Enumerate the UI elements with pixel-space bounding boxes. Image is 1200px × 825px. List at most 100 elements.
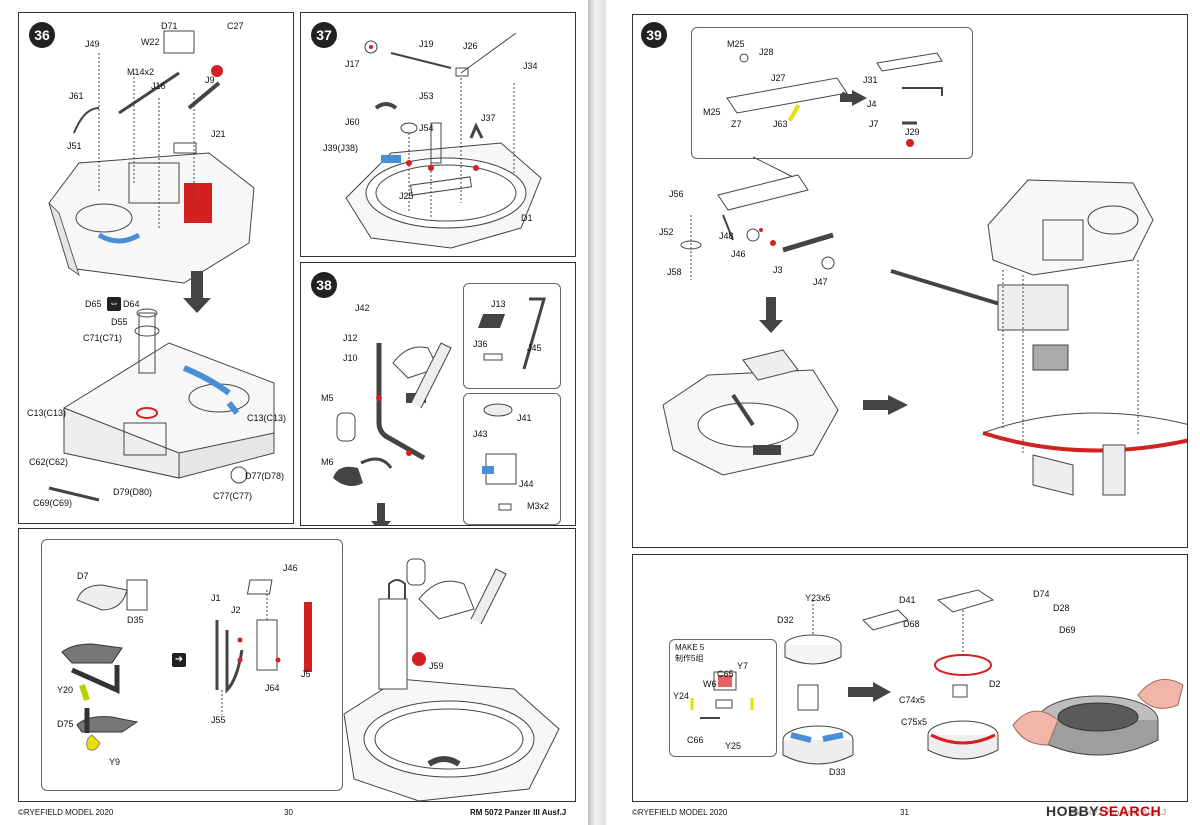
step-number: 39: [641, 22, 667, 48]
step-38-drawing: [333, 342, 452, 487]
step-38b-drawing: [178, 539, 560, 801]
part-label: J45: [527, 343, 542, 353]
part-label: J46: [283, 563, 298, 573]
part-label: J64: [265, 683, 280, 693]
part-label: J53: [419, 91, 434, 101]
part-label: J1: [211, 593, 221, 603]
step-39-drawing: [662, 156, 1187, 496]
part-label: C13(C13): [247, 413, 287, 423]
part-label: J9: [205, 75, 215, 85]
part-label: J19: [419, 39, 434, 49]
part-label: J12: [343, 333, 358, 343]
part-label: D75: [57, 719, 74, 729]
part-label: Y7: [737, 661, 749, 671]
part-label: J36: [473, 339, 488, 349]
part-label: C75x5: [901, 717, 928, 727]
footer-page-number: 31: [900, 808, 909, 817]
part-label: D41: [899, 595, 916, 605]
make-5-text-cn: 制作5组: [675, 654, 704, 663]
part-label: J61: [69, 91, 84, 101]
step-39-panel: 39 M25 J28 J27 M25 Z7 J63 J31 J4 J7 J29 …: [632, 14, 1188, 548]
part-label: J60: [345, 117, 360, 127]
part-label: M3x2: [527, 501, 550, 511]
part-label: C71(C71): [83, 333, 123, 343]
part-label: J10: [343, 353, 358, 363]
part-label: J48: [719, 231, 734, 241]
part-label: C66: [687, 735, 704, 745]
page-gutter: [588, 0, 606, 825]
watermark-part1: HOBBY: [1046, 803, 1100, 819]
part-label: C27: [227, 21, 244, 31]
part-label: M25: [727, 39, 745, 49]
part-label: J43: [473, 429, 488, 439]
part-label: J46: [731, 249, 746, 259]
step-number: 38: [311, 272, 337, 298]
arrow-down-icon: [371, 503, 391, 525]
arrow-right-icon: ➜: [172, 653, 186, 667]
part-label: D32: [777, 615, 794, 625]
part-label: J3: [773, 265, 783, 275]
part-label: D1: [521, 213, 533, 223]
part-label: J21: [211, 129, 226, 139]
part-label: J58: [667, 267, 682, 277]
part-label: J63: [773, 119, 788, 129]
step-38-panel: 38 J42 J13 J12 J36 J45 J10 M5 J41 J43 M6…: [300, 262, 576, 526]
part-label: J25: [399, 191, 414, 201]
part-label: J42: [355, 303, 370, 313]
part-label: C65: [717, 669, 734, 679]
make-5-box: [669, 639, 777, 757]
part-label: J4: [867, 99, 877, 109]
part-label: J44: [519, 479, 534, 489]
part-label: D2: [989, 679, 1001, 689]
make-5-text: MAKE 5: [675, 643, 705, 652]
part-label: D74: [1033, 589, 1050, 599]
part-label: D68: [903, 619, 920, 629]
part-label: J28: [759, 47, 774, 57]
part-label: Y25: [725, 741, 742, 751]
step-40-drawing: [782, 589, 1184, 765]
part-label: C77(C77): [213, 491, 253, 501]
part-label: J51: [67, 141, 82, 151]
detail-box-bracket: [463, 393, 561, 525]
footer-copyright: ©RYEFIELD MODEL 2020: [18, 808, 114, 817]
part-label: D35: [127, 615, 144, 625]
footer-page-number: 30: [284, 808, 293, 817]
part-label: C69(C69): [33, 498, 73, 508]
part-label: M5: [321, 393, 334, 403]
part-label: M25: [703, 107, 721, 117]
part-label: J49: [85, 39, 100, 49]
part-label: J47: [813, 277, 828, 287]
part-label: J2: [231, 605, 241, 615]
part-label: J59: [429, 661, 444, 671]
part-label: D77(D78): [245, 471, 285, 481]
part-label: M6: [321, 457, 334, 467]
part-label: Y23x5: [805, 593, 831, 603]
part-label: C13(C13): [27, 408, 67, 418]
part-label: Y9: [109, 757, 121, 767]
part-label: D28: [1053, 603, 1070, 613]
part-label: J5: [301, 669, 311, 679]
footer-title: RM 5072 Panzer III Ausf.J: [1070, 808, 1167, 817]
part-label: C62(C62): [29, 457, 69, 467]
swap-icon: ⇔: [107, 297, 121, 311]
part-label: D79(D80): [113, 487, 153, 497]
part-label: J29: [905, 127, 920, 137]
part-label: J56: [669, 189, 684, 199]
step-number: 37: [311, 22, 337, 48]
step-36-drawing: [48, 30, 275, 502]
part-label: D55: [111, 317, 128, 327]
part-label: D64: [123, 299, 140, 309]
watermark: HOBBYSEARCH: [1046, 803, 1161, 819]
step-number: 36: [29, 22, 55, 48]
part-label: J26: [463, 41, 478, 51]
step-40-panel: MAKE 5 制作5组 Y23x5 D32 D41 D68 D74 D28 D6…: [632, 554, 1188, 802]
part-label: D71: [161, 21, 178, 31]
part-label: J54: [419, 123, 434, 133]
gun-detail-box: [691, 27, 973, 159]
part-label: Y24: [673, 691, 690, 701]
part-label: D69: [1059, 625, 1076, 635]
part-label: J39(J38): [323, 143, 359, 153]
part-label: J13: [491, 299, 506, 309]
part-label: J31: [863, 75, 878, 85]
part-label: J52: [659, 227, 674, 237]
